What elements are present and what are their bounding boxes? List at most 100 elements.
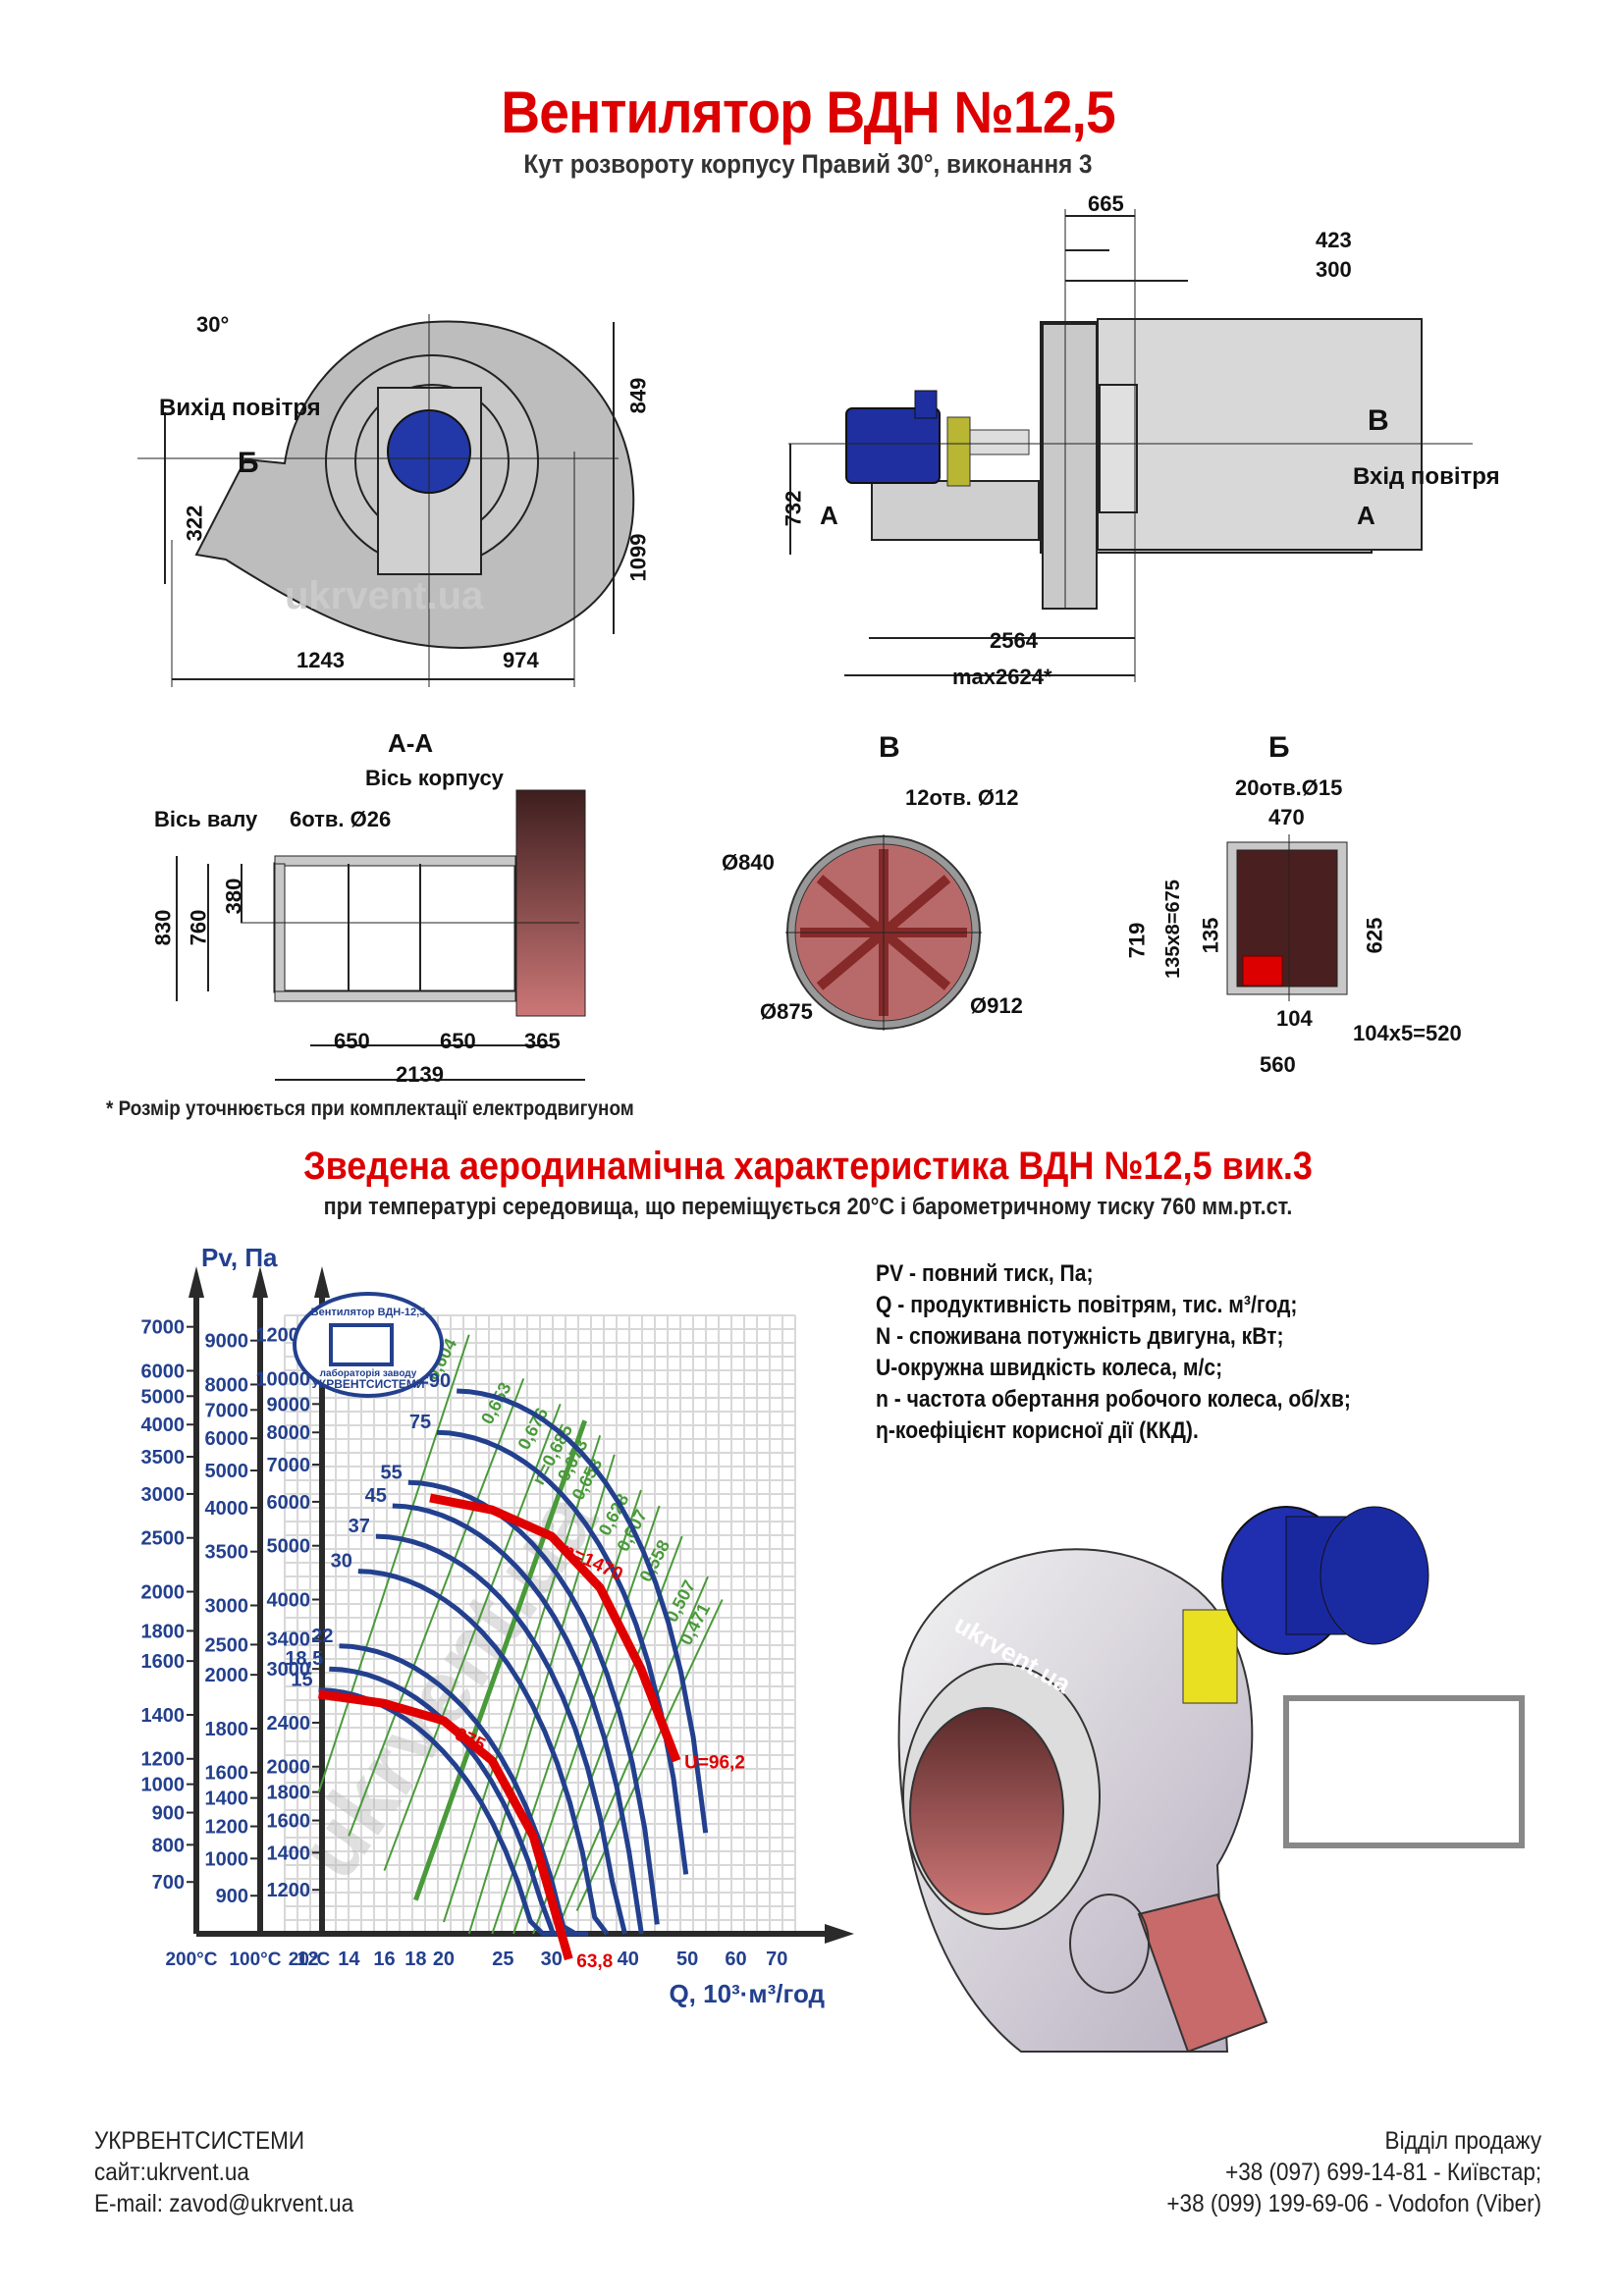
y-tick-label: 6000 [205,1428,249,1450]
sales-phone-2[interactable]: +38 (099) 199-69-06 - Vodofon (Viber) [1166,2190,1541,2217]
efficiency-line [348,1378,525,1837]
power-curve [407,1479,660,1925]
y-tick-label: 800 [152,1835,185,1856]
section-aa-title: А-А [388,728,434,758]
x-tick-label: 60 [725,1949,746,1970]
y-tick-label: 7000 [141,1317,186,1339]
dim-1099: 1099 [625,533,651,582]
legend-item: PV - повний тиск, Па; [876,1260,1094,1287]
y-tick-label: 6000 [141,1361,186,1382]
dim-470: 470 [1268,805,1305,829]
speed-curve-end-label: 63,8 [576,1951,613,1972]
footer-company: УКРВЕНТСИСТЕМИ сайт:ukrvent.ua E-mail: z… [94,2125,353,2219]
y-tick-label: 3000 [205,1596,249,1618]
y-tick-label: 7000 [205,1400,249,1421]
angle-label: 30° [196,312,230,337]
power-curve-label: 18,5 [285,1648,323,1670]
y-tick-label: 2400 [267,1713,311,1735]
power-curve [436,1429,689,1875]
y-axis-title: Pv, Па [201,1243,278,1272]
y-tick-label: 3000 [267,1659,311,1681]
y-tick-label: 8000 [267,1422,311,1444]
y-tick-label: 6000 [267,1492,311,1514]
stamp-text: Вентилятор ВДН-12,5 [311,1307,426,1318]
x-tick-label: 50 [676,1949,698,1970]
y-tick-label: 1000 [205,1848,249,1870]
y-tick-label: 700 [152,1872,185,1894]
y-tick-label: 4000 [205,1498,249,1520]
aero-chart: ukrvent.ua700800900100012001400160018002… [141,1243,854,2008]
efficiency-line [317,1334,470,1792]
section-aa-drawing [176,789,586,1081]
page-subtitle: Кут розвороту корпусу Правий 30°, викона… [523,149,1093,179]
y-tick-label: 2000 [205,1665,249,1686]
y-tick-label: 2000 [141,1582,186,1604]
power-curve-label: 55 [381,1462,403,1483]
x-axis-title: Q, 10³·м³/год [669,1979,825,2008]
power-curve [339,1643,589,1937]
dim-520: 104x5=520 [1353,1021,1462,1045]
speed-curve [429,1493,681,1763]
y-tick-label: 5000 [267,1536,311,1558]
dim-2139: 2139 [396,1062,444,1087]
chart-legend: PV - повний тиск, Па; Q - продуктивність… [876,1258,1351,1447]
chart-section-title: Зведена аеродинамічна характеристика ВДН… [303,1145,1313,1188]
watermark: ukrvent.ua [285,574,484,617]
chart-section-conditions: при температурі середовища, що переміщує… [323,1194,1293,1220]
dim-650-a: 650 [334,1029,370,1053]
diameter-875: Ø875 [760,999,813,1024]
dim-675: 135x8=675 [1161,880,1184,979]
dim-560: 560 [1260,1052,1296,1077]
sales-title: Відділ продажу [1384,2127,1541,2155]
y-tick-label: 3000 [141,1484,186,1506]
x-tick-label: 20 [433,1949,455,1970]
view-mark-v: В [1368,404,1389,437]
x-tick-label: 70 [766,1949,787,1970]
y-tick-label: 4000 [141,1415,186,1436]
power-curve-label: 15 [291,1670,312,1691]
efficiency-line [442,1435,602,1923]
dim-135: 135 [1198,917,1223,954]
y-tick-label: 4000 [267,1590,311,1612]
section-mark-a-right: А [1357,501,1375,530]
y-tick-label: 1400 [205,1789,249,1810]
y-tick-label: 5000 [205,1461,249,1482]
x-tick-label: 16 [373,1949,395,1970]
x-temp-label: 200°C [165,1949,217,1970]
section-mark-b: Б [238,447,259,479]
efficiency-line [575,1599,724,1912]
sales-phone-1[interactable]: +38 (097) 699-14-81 - Київстар; [1225,2159,1541,2186]
y-tick-label: 3500 [141,1447,186,1468]
view-v-holes: 12отв. Ø12 [905,785,1019,810]
dim-2564: 2564 [990,628,1038,653]
dim-830: 830 [150,909,176,946]
dim-974: 974 [503,648,539,672]
y-tick-label: 1600 [205,1763,249,1785]
y-tick-label: 1800 [205,1719,249,1740]
legend-item: N - споживана потужність двигуна, кВт; [876,1323,1284,1350]
y-tick-label: 1400 [267,1842,311,1864]
efficiency-line [383,1403,562,1871]
y-tick-label: 10000 [255,1368,310,1390]
y-tick-label: 8000 [205,1374,249,1396]
dim-732: 732 [781,490,806,527]
y-axis-arrow-icon [252,1266,268,1298]
company-site[interactable]: сайт:ukrvent.ua [94,2159,249,2186]
inlet-label: Вхід повітря [1353,463,1500,490]
y-tick-label: 1800 [141,1621,186,1642]
y-tick-label: 2500 [141,1528,186,1550]
dim-104: 104 [1276,1006,1313,1031]
footer-sales: Відділ продажу +38 (097) 699-14-81 - Киї… [1166,2125,1541,2219]
dim-650-b: 650 [440,1029,476,1053]
company-email[interactable]: E-mail: zavod@ukrvent.ua [94,2190,354,2217]
legend-item: Q - продуктивність повітрям, тис. м³/год… [876,1292,1298,1318]
coupling-icon [946,416,971,487]
power-curve [392,1503,644,1935]
view-v-drawing [785,834,982,1031]
fan-3d-view: ukrvent.ua [897,1506,1525,2054]
y-tick-label: 5000 [141,1386,186,1408]
y-axis-arrow-icon [189,1266,204,1298]
y-tick-label: 3400 [267,1629,311,1650]
x-tick-label: 14 [338,1949,360,1970]
dim-322: 322 [182,505,207,542]
